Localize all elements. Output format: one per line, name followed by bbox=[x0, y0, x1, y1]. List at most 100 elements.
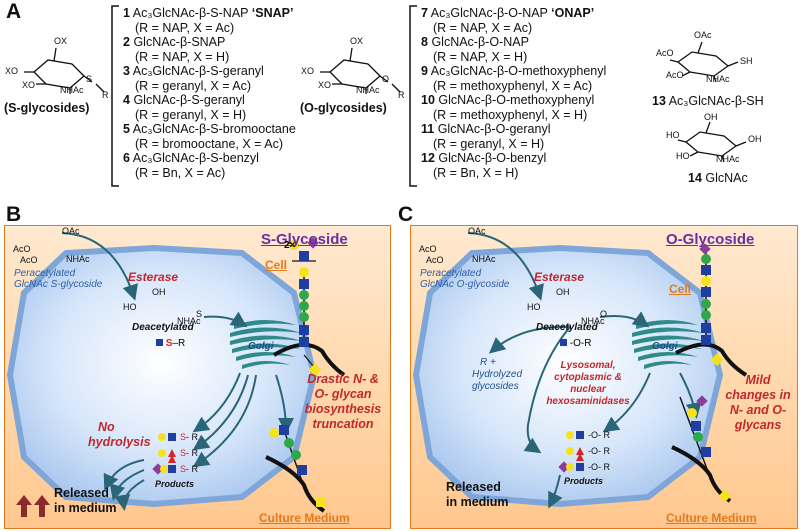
panel-a-letter: A bbox=[6, 0, 22, 23]
c-golgi-label: Golgi bbox=[652, 341, 678, 352]
o-ox-label: OX bbox=[350, 36, 364, 46]
c-mild-text: Mild changes in N- and O- glycans bbox=[725, 373, 791, 432]
s-linker-label: S bbox=[86, 74, 93, 84]
s-glycoside-structure bbox=[24, 47, 105, 94]
c-hydrolyzed-text: R + Hydrolyzed glycosides bbox=[472, 357, 523, 392]
b-linker-chip: S–R bbox=[156, 338, 185, 349]
b-deac-ho: HO bbox=[123, 302, 137, 312]
arrow-esterase-c bbox=[467, 232, 544, 301]
compound-14: 14 GlcNAc bbox=[688, 171, 748, 185]
b-deac-s: S bbox=[196, 309, 203, 319]
panel-b-letter: B bbox=[6, 203, 22, 226]
arrow-release-c bbox=[548, 474, 563, 509]
arrow-hydrolyzed bbox=[488, 325, 571, 354]
c13-aco-label-2: AcO bbox=[666, 70, 684, 80]
s-nhac-label: NHAc bbox=[60, 85, 84, 95]
compound-6-sub: (R = Bn, X = Ac) bbox=[135, 166, 226, 180]
b-golgi-label: Golgi bbox=[248, 341, 274, 352]
c-deac-oh: OH bbox=[556, 287, 570, 297]
c13-oac-label: OAc bbox=[694, 30, 712, 40]
c-culture-medium: Culture Medium bbox=[666, 511, 757, 525]
c14-ho-label: HO bbox=[666, 130, 680, 140]
s-xo-label: XO bbox=[5, 66, 19, 76]
s-compound-list: 1 Ac₃GlcNAc-β-S-NAP ‘SNAP’ (R = NAP, X =… bbox=[123, 6, 296, 180]
panel-c-art bbox=[412, 232, 748, 509]
compound-2: 2 GlcNAc-β-SNAP bbox=[123, 35, 226, 49]
b-drastic-text: Drastic N- & O- glycan biosynthesis trun… bbox=[304, 372, 382, 431]
b-prod-s3: S- R bbox=[180, 464, 199, 474]
c-deac-ho: HO bbox=[527, 302, 541, 312]
c-products-label: Products bbox=[564, 476, 604, 486]
compound-13: 13 Ac₃GlcNAc-β-SH bbox=[652, 94, 764, 108]
c13-aco-label: AcO bbox=[656, 48, 674, 58]
b-products-label: Products bbox=[155, 479, 195, 489]
compound-1: 1 Ac₃GlcNAc-β-S-NAP ‘SNAP’ bbox=[123, 6, 294, 20]
compound-10: 10 GlcNAc-β-O-methoxyphenyl bbox=[421, 93, 595, 107]
compound-9-sub: (R = methoxyphenyl, X = Ac) bbox=[433, 79, 593, 93]
c-lyso-text: Lysosomal, cytoplasmic & nuclear hexosam… bbox=[546, 360, 630, 407]
compound-2-sub: (R = NAP, X = H) bbox=[135, 50, 230, 64]
compound-4-sub: (R = geranyl, X = H) bbox=[135, 108, 247, 122]
panel-c-title: O-Glycoside bbox=[666, 231, 755, 248]
b-deacetylated-label: Deacetylated bbox=[132, 322, 194, 333]
c13-sh-label: SH bbox=[740, 56, 753, 66]
b-oac-label: OAc bbox=[62, 226, 80, 236]
compound-5: 5 Ac₃GlcNAc-β-S-bromooctane bbox=[123, 122, 296, 136]
compound-14-structure bbox=[677, 121, 747, 163]
o-linker-label: O bbox=[382, 74, 390, 84]
o-glycoside-structure bbox=[320, 47, 401, 94]
arrow-hydrolysis bbox=[523, 326, 571, 454]
b-prod-s2: S- R bbox=[180, 448, 199, 458]
b-deac-oh: OH bbox=[152, 287, 166, 297]
b-aco-label: AcO bbox=[13, 244, 31, 254]
arrow-release-1 bbox=[103, 459, 145, 491]
compound-10-sub: (R = methoxyphenyl, X = H) bbox=[433, 108, 588, 122]
arrow-to-golgi bbox=[203, 311, 248, 328]
compound-9: 9 Ac₃GlcNAc-β-O-methoxyphenyl bbox=[421, 64, 607, 78]
compound-7: 7 Ac₃GlcNAc-β-O-NAP ‘ONAP’ bbox=[421, 6, 595, 20]
c-deac-o: O bbox=[600, 309, 608, 319]
o-r-label: R bbox=[398, 90, 405, 100]
compound-11: 11 GlcNAc-β-O-geranyl bbox=[421, 122, 551, 136]
b-released-text: Released in medium bbox=[54, 486, 117, 515]
c-aco-label: AcO bbox=[419, 244, 437, 254]
arrow-to-golgi-c bbox=[599, 311, 650, 328]
compound-3: 3 Ac₃GlcNAc-β-S-geranyl bbox=[123, 64, 264, 78]
compound-1-sub: (R = NAP, X = Ac) bbox=[135, 21, 235, 35]
compound-6: 6 Ac₃GlcNAc-β-S-benzyl bbox=[123, 151, 259, 165]
c-cell-label: Cell bbox=[669, 282, 692, 296]
golgi-icon-c bbox=[632, 320, 704, 369]
o-xo-label-2: XO bbox=[318, 80, 332, 90]
c-esterase-label: Esterase bbox=[534, 270, 585, 284]
b-nhac-label: NHAc bbox=[66, 254, 90, 264]
s-glycosides-group-label: (S-glycosides) bbox=[4, 101, 90, 115]
c-prod-o3: -O- R bbox=[588, 462, 611, 472]
arrow-esterase bbox=[61, 232, 138, 301]
compound-12: 12 GlcNAc-β-O-benzyl bbox=[421, 151, 547, 165]
s-ox-label: OX bbox=[54, 36, 68, 46]
golgi-icon bbox=[230, 320, 302, 369]
b-aco-label-2: AcO bbox=[20, 255, 38, 265]
arrow-release-3 bbox=[114, 479, 145, 511]
b-deac-nhac: NHAc bbox=[177, 316, 201, 326]
c-linker-chip: -O-R bbox=[560, 338, 591, 349]
c-prod-o2: -O- R bbox=[588, 446, 611, 456]
c14-ho-label-2: HO bbox=[676, 151, 690, 161]
c14-nhac-label: NHAc bbox=[716, 154, 740, 164]
o-xo-label: XO bbox=[301, 66, 315, 76]
c-deac-nhac: NHAc bbox=[581, 316, 605, 326]
c-aco-label-2: AcO bbox=[426, 255, 444, 265]
s-bracket bbox=[111, 5, 119, 187]
panel-b-art bbox=[6, 232, 346, 517]
c-deacetylated-label: Deacetylated bbox=[536, 322, 598, 333]
products-glycans bbox=[152, 433, 176, 475]
glcnac-square-icon bbox=[156, 339, 163, 346]
o-nhac-label: NHAc bbox=[356, 85, 380, 95]
panel-b-title: S-Glycoside bbox=[261, 231, 348, 248]
compound-8: 8 GlcNAc-β-O-NAP bbox=[421, 35, 529, 49]
arrow-golgi-products-3 bbox=[192, 374, 257, 468]
products-glycans-c bbox=[558, 431, 584, 473]
c-oac-label: OAc bbox=[468, 226, 486, 236]
